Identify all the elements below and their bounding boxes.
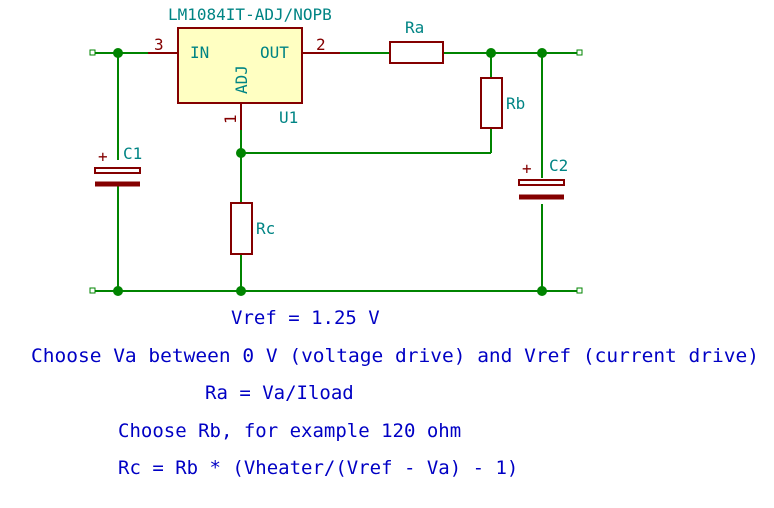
terminal-output-bottom — [576, 287, 583, 294]
regulator-ref-label: U1 — [279, 108, 298, 127]
resistor-rc-body — [230, 202, 253, 255]
regulator-part-label: LM1084IT-ADJ/NOPB — [168, 5, 332, 24]
resistor-ra[interactable]: Ra — [389, 18, 444, 64]
capacitor-c1[interactable]: + C1 — [94, 144, 142, 187]
resistor-rc-label: Rc — [256, 219, 275, 238]
capacitor-c1-positive-plate — [94, 167, 141, 174]
resistor-rb[interactable]: Rb — [480, 77, 525, 129]
note-rc-formula: Rc = Rb * (Vheater/(Vref - Va) - 1) — [118, 457, 518, 479]
resistor-rb-body — [480, 77, 503, 129]
pin-adj-label: ADJ — [232, 65, 251, 94]
junction-dot — [236, 148, 246, 158]
pin-in-number: 3 — [154, 35, 164, 54]
pin-out-number: 2 — [316, 35, 326, 54]
junction-dot — [486, 48, 496, 58]
terminal-output-top — [576, 49, 583, 56]
junction-dot — [537, 48, 547, 58]
capacitor-c2-positive-plate — [518, 179, 565, 186]
junctions — [113, 48, 547, 296]
capacitor-c1-plus-sign: + — [98, 147, 108, 166]
pin-adj-number: 1 — [221, 114, 240, 124]
terminal-input-top — [89, 49, 96, 56]
resistor-rb-label: Rb — [506, 94, 525, 113]
pin-out-label: OUT — [260, 43, 289, 62]
capacitor-c2-label: C2 — [549, 156, 568, 175]
junction-dot — [113, 286, 123, 296]
capacitor-c2[interactable]: + C2 — [518, 156, 568, 200]
resistor-ra-body — [389, 41, 444, 64]
note-choose-va: Choose Va between 0 V (voltage drive) an… — [31, 345, 759, 367]
junction-dot — [236, 286, 246, 296]
regulator-u1[interactable]: LM1084IT-ADJ/NOPB U1 IN OUT ADJ 3 2 1 — [148, 5, 340, 130]
terminals — [89, 49, 583, 294]
wires — [95, 52, 578, 292]
pin-in-label: IN — [190, 43, 209, 62]
resistor-ra-label: Ra — [405, 18, 424, 37]
note-choose-rb: Choose Rb, for example 120 ohm — [118, 420, 461, 442]
capacitor-c2-plus-sign: + — [522, 159, 532, 178]
junction-dot — [113, 48, 123, 58]
note-vref: Vref = 1.25 V — [231, 307, 380, 329]
resistor-rc[interactable]: Rc — [230, 202, 275, 255]
capacitor-c1-label: C1 — [123, 144, 142, 163]
design-notes: Vref = 1.25 V Choose Va between 0 V (vol… — [31, 307, 759, 479]
terminal-input-bottom — [89, 287, 96, 294]
note-ra-formula: Ra = Va/Iload — [205, 382, 354, 404]
junction-dot — [537, 286, 547, 296]
